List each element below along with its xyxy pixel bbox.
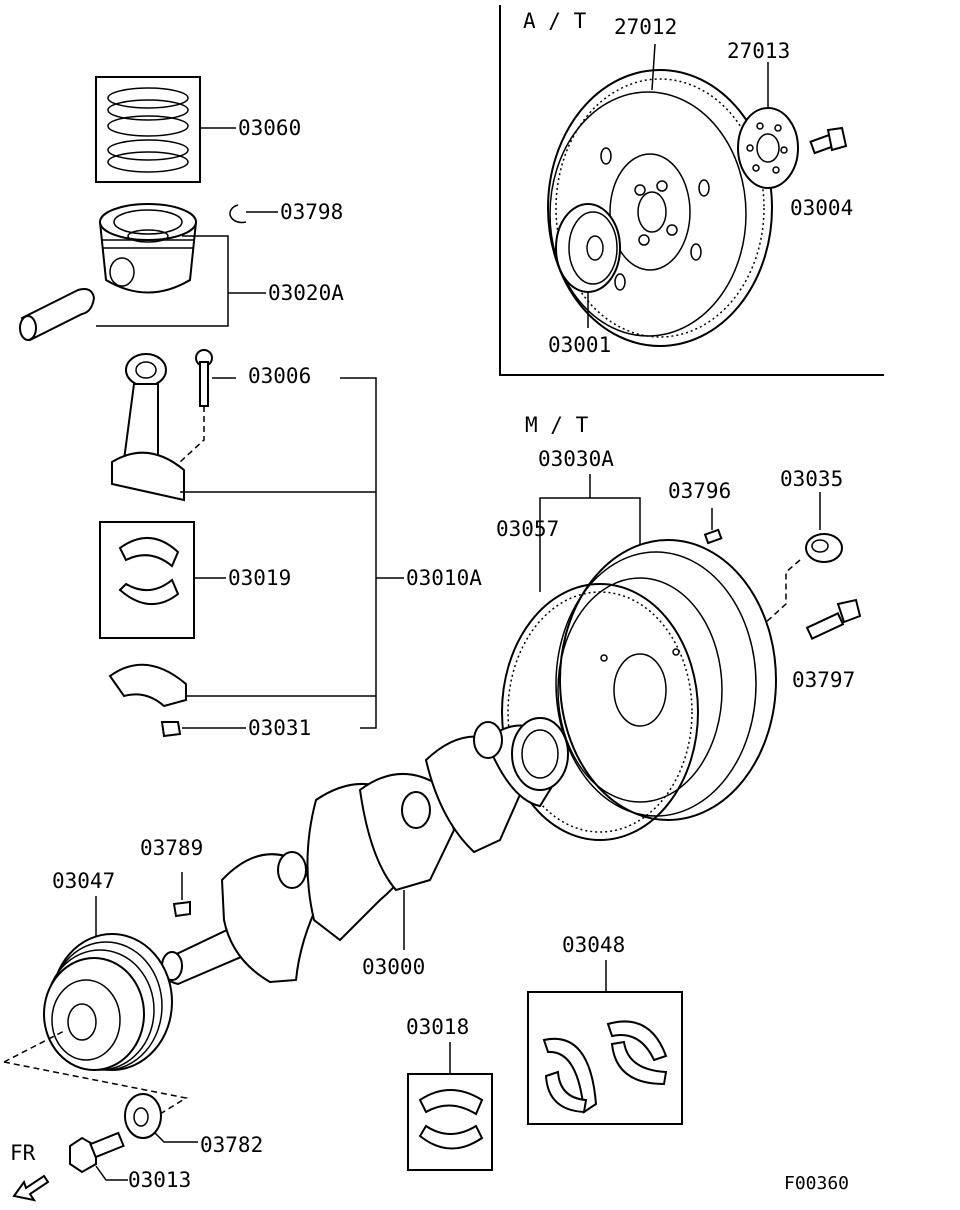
washer-03782[interactable] [124, 1093, 162, 1139]
bracket-03020a [96, 235, 229, 327]
flywheel-03030a[interactable] [555, 539, 777, 821]
label-03019: 03019 [228, 566, 291, 590]
ring-box [95, 76, 201, 183]
label-03010a: 03010A [406, 566, 482, 590]
thrust-washer-03048[interactable] [542, 1020, 668, 1114]
damper-pulley-03047[interactable] [43, 933, 173, 1071]
label-03798: 03798 [280, 200, 343, 224]
leader-03013 [95, 1165, 128, 1181]
mt-section: M / T 03030A 03057 03796 03035 [496, 413, 862, 841]
spacer-03001[interactable] [555, 203, 621, 293]
nut-03031[interactable] [160, 721, 182, 738]
label-03047: 03047 [52, 869, 115, 893]
label-03004: 03004 [790, 196, 853, 220]
bearing-guide [763, 559, 801, 625]
direction-label: FR [10, 1141, 36, 1165]
front-arrow-icon [12, 1174, 50, 1202]
snap-ring-03798[interactable] [229, 204, 247, 224]
piston-rings-03060[interactable] [107, 87, 189, 173]
label-03013: 03013 [128, 1168, 191, 1192]
at-box-border [499, 5, 884, 376]
ring-gear-03057[interactable] [501, 583, 699, 841]
thrust-box-03048 [527, 991, 683, 1125]
at-section: A / T 27012 2 [499, 5, 884, 376]
connecting-rod[interactable] [111, 353, 185, 502]
leader-03782 [153, 1131, 198, 1143]
piston-03020a[interactable] [98, 203, 198, 294]
label-27013: 27013 [727, 39, 790, 63]
label-03006: 03006 [248, 364, 311, 388]
label-03035: 03035 [780, 467, 843, 491]
bolt-guide [179, 406, 205, 463]
bolt-03013[interactable] [69, 1131, 125, 1174]
piston-group: 03060 03798 03020A [19, 76, 344, 342]
key-03789[interactable] [172, 900, 191, 918]
label-03018: 03018 [406, 1015, 469, 1039]
conrod-bearing-03019[interactable] [118, 536, 180, 606]
label-03057: 03057 [496, 517, 559, 541]
label-27012: 27012 [614, 15, 677, 39]
figure-id: F00360 [784, 1173, 849, 1194]
bearing-box-03019 [99, 521, 195, 639]
mt-section-label: M / T [525, 413, 589, 437]
at-section-label: A / T [523, 9, 587, 33]
conrod-group: 03006 03019 03031 03010A [99, 349, 482, 740]
adapter-plate-27013[interactable] [737, 107, 799, 189]
conrod-cap[interactable] [108, 663, 187, 708]
label-03782: 03782 [200, 1133, 263, 1157]
label-03060: 03060 [238, 116, 301, 140]
leader-27012 [651, 43, 656, 91]
flywheel-bolt-03797[interactable] [805, 598, 862, 640]
dowel-03796[interactable] [703, 528, 723, 545]
bracket-03010a [340, 377, 377, 729]
label-03048: 03048 [562, 933, 625, 957]
bolt-03004[interactable] [809, 126, 848, 155]
main-bearing-03018[interactable] [418, 1089, 484, 1150]
conrod-bolt-03006[interactable] [195, 349, 213, 407]
crankshaft-03000[interactable] [161, 717, 569, 986]
label-03030a: 03030A [538, 447, 614, 471]
label-03031: 03031 [248, 716, 311, 740]
piston-pin[interactable] [19, 288, 96, 342]
label-03796: 03796 [668, 479, 731, 503]
main-bearing-box-03018 [407, 1073, 493, 1171]
label-03000: 03000 [362, 955, 425, 979]
label-03789: 03789 [140, 836, 203, 860]
pulley-guide [3, 1029, 189, 1115]
pilot-bearing-03035[interactable] [805, 533, 843, 563]
label-03020a: 03020A [268, 281, 344, 305]
label-03001: 03001 [548, 333, 611, 357]
label-03797: 03797 [792, 668, 855, 692]
